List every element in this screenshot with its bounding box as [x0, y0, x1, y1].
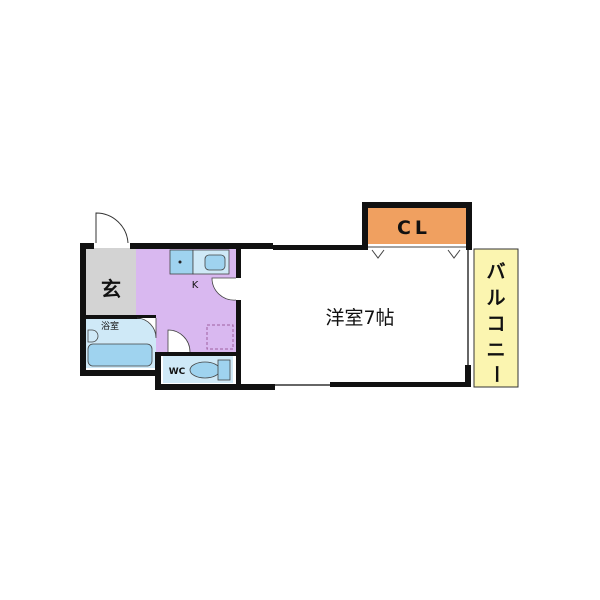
washer-space-icon [206, 324, 234, 350]
bathroom-label: 浴室 [101, 320, 119, 332]
toilet-label: WC [169, 367, 186, 377]
balcony-label: バ ル コ ニ ー [485, 261, 507, 384]
bathtub-icon [87, 343, 153, 367]
balcony-char: ル [486, 287, 505, 309]
balcony-char: バ [486, 261, 505, 283]
toilet-icon [189, 361, 221, 379]
closet-door-icon [371, 249, 461, 259]
toilet-door-icon [167, 329, 191, 353]
basin-icon [87, 329, 99, 343]
closet-area [366, 208, 466, 244]
entrance-area [86, 248, 136, 318]
bath-door-icon [136, 317, 157, 339]
entry-door-icon [95, 212, 129, 244]
entrance-label: 玄 [101, 277, 121, 301]
balcony-char: ニ [486, 339, 505, 361]
kitchen-label: K [192, 280, 199, 291]
balcony-char: コ [486, 313, 505, 335]
balcony-area [473, 248, 519, 388]
walls [80, 202, 472, 390]
kitchen-door-icon [211, 277, 237, 301]
balcony-char: ー [485, 364, 507, 383]
closet-label: CL [397, 217, 431, 239]
western-room-label: 洋室7帖 [325, 307, 394, 329]
